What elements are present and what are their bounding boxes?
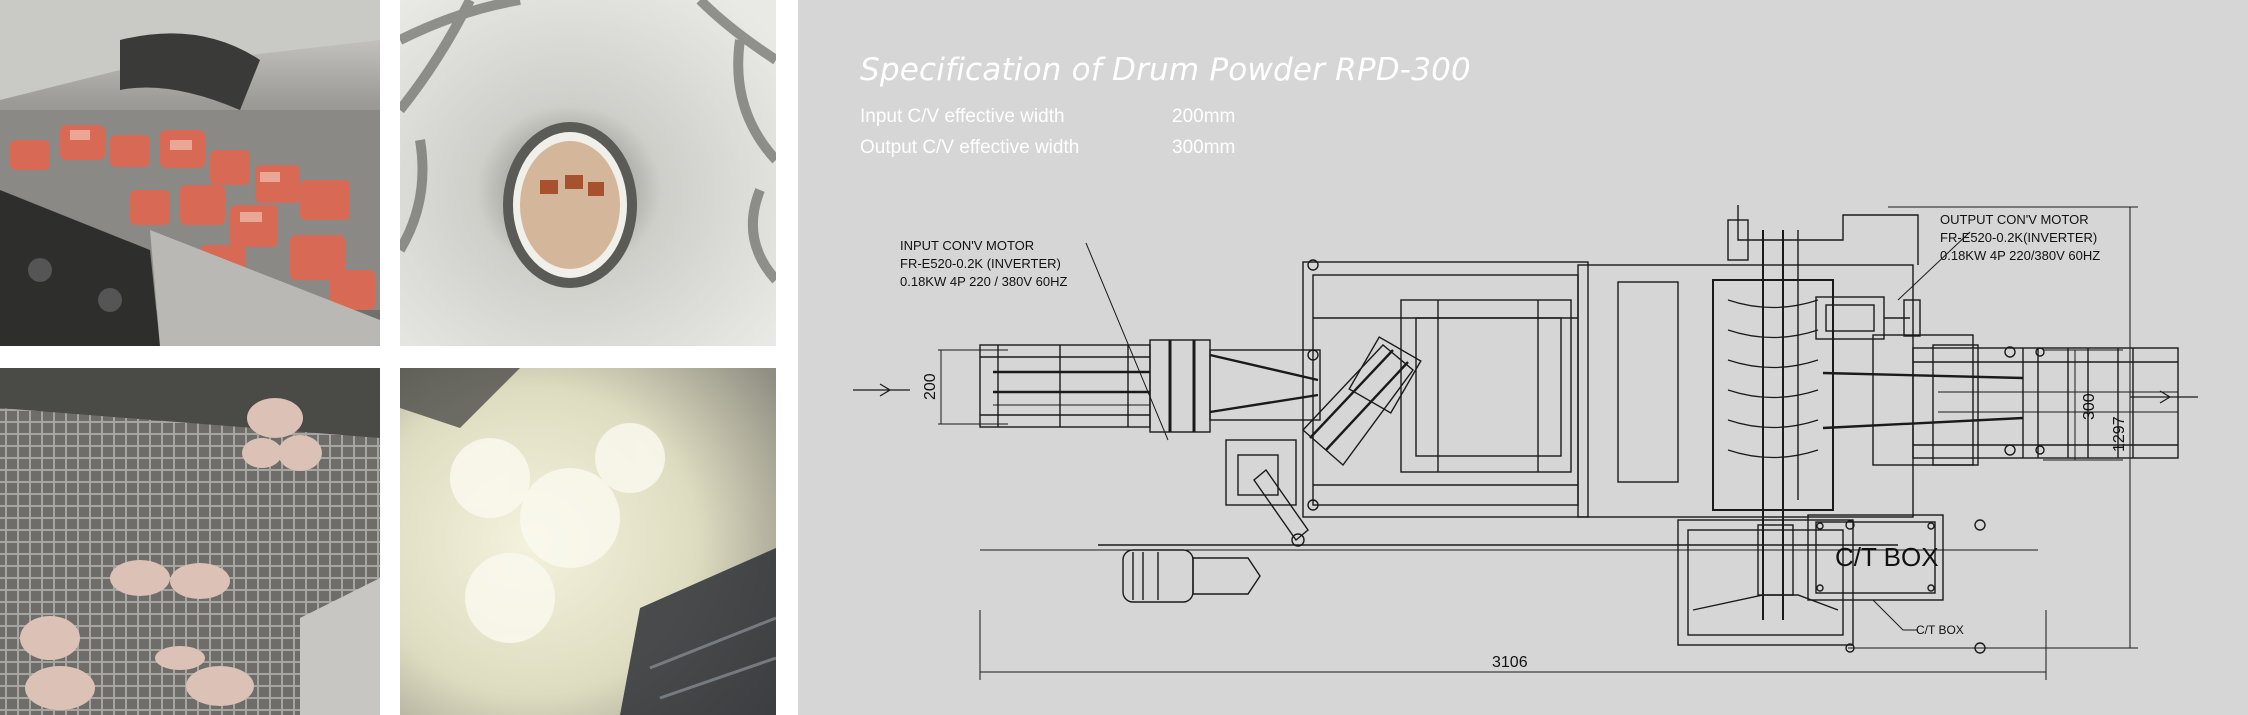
photo-meat-chunks-on-conveyor xyxy=(0,0,380,346)
dim-height-label: 1297 xyxy=(2111,416,2128,452)
photo-coated-pieces-on-mesh xyxy=(0,368,380,715)
input-motor-label-line1: INPUT CON'V MOTOR xyxy=(900,238,1034,253)
spec-label: Input C/V effective width xyxy=(860,106,1065,127)
dim-length-label: 3106 xyxy=(1492,654,1528,671)
spec-title: Specification of Drum Powder RPD-300 xyxy=(860,52,1471,88)
ct-box-callout: C/T BOX xyxy=(1916,623,1964,637)
input-motor-label-line2: FR-E520-0.2K (INVERTER) xyxy=(900,256,1061,271)
spec-value: 200mm xyxy=(1172,106,1236,127)
dim-input-width-label: 200 xyxy=(922,373,939,400)
output-motor-label-line1: OUTPUT CON'V MOTOR xyxy=(1940,212,2089,227)
spec-panel: Specification of Drum Powder RPD-300 Inp… xyxy=(798,0,2248,715)
dim-output-width-label: 300 xyxy=(2081,393,2098,420)
photo-powder-closeup xyxy=(400,368,776,715)
spec-value: 300mm xyxy=(1172,137,1236,158)
input-motor-label-line3: 0.18KW 4P 220 / 380V 60HZ xyxy=(900,274,1067,289)
ct-box-label: C/T BOX xyxy=(1835,542,1939,572)
photo-inside-drum xyxy=(400,0,776,346)
spec-row-output-width: Output C/V effective width 300mm xyxy=(860,137,1235,159)
spec-row-input-width: Input C/V effective width 200mm xyxy=(860,106,1235,128)
output-motor-label-line2: FR-E520-0.2K(INVERTER) xyxy=(1940,230,2097,245)
spec-label: Output C/V effective width xyxy=(860,137,1080,158)
output-motor-label-line3: 0.18KW 4P 220/380V 60HZ xyxy=(1940,248,2100,263)
technical-drawing: INPUT CON'V MOTOR FR-E520-0.2K (INVERTER… xyxy=(853,205,2198,680)
